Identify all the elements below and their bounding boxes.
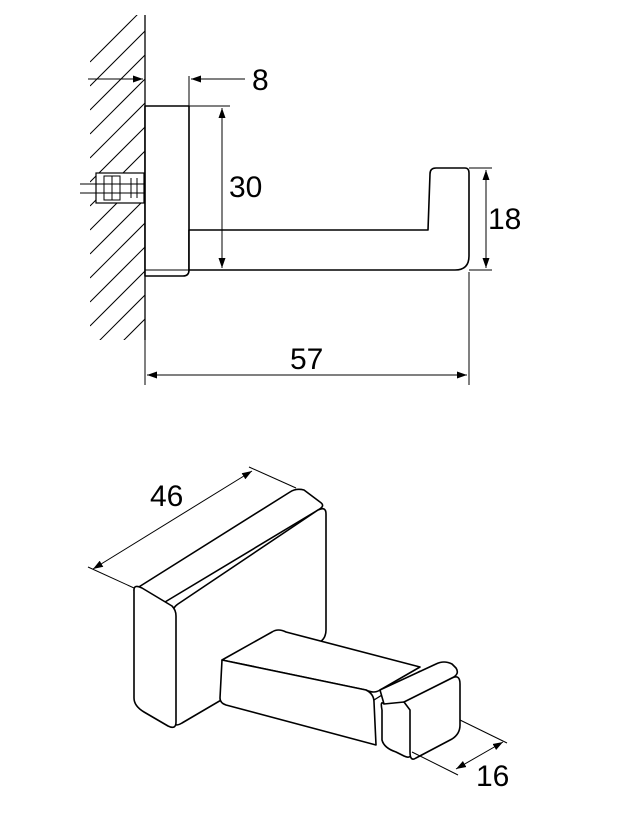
dimension-base-thickness: 8 xyxy=(88,64,269,97)
hook-tip-front-face xyxy=(380,701,413,758)
side-view: 8 30 18 57 xyxy=(80,15,521,385)
base-plate-front-face xyxy=(133,585,177,729)
dim-label-30: 30 xyxy=(229,171,262,204)
base-plate-profile xyxy=(144,105,190,277)
hook-arm-profile xyxy=(188,167,470,271)
wall-anchor xyxy=(80,172,152,204)
dimension-total-depth: 57 xyxy=(147,343,467,379)
hook-arm-front-face xyxy=(219,659,377,746)
dim-label-8: 8 xyxy=(252,64,269,97)
dim-label-57: 57 xyxy=(290,343,323,376)
dimension-hook-width: 16 xyxy=(411,719,509,793)
dim-label-16: 16 xyxy=(476,760,509,793)
dim-label-46: 46 xyxy=(150,480,183,513)
hook-tip-side-face xyxy=(403,676,461,760)
dimension-base-width: 46 xyxy=(87,466,297,589)
isometric-view: 46 16 xyxy=(87,466,509,793)
dimension-base-height: 30 xyxy=(218,108,262,268)
dimension-hook-height: 18 xyxy=(482,170,521,268)
hook-arm-top-face xyxy=(221,629,421,693)
dim-label-18: 18 xyxy=(488,203,521,236)
